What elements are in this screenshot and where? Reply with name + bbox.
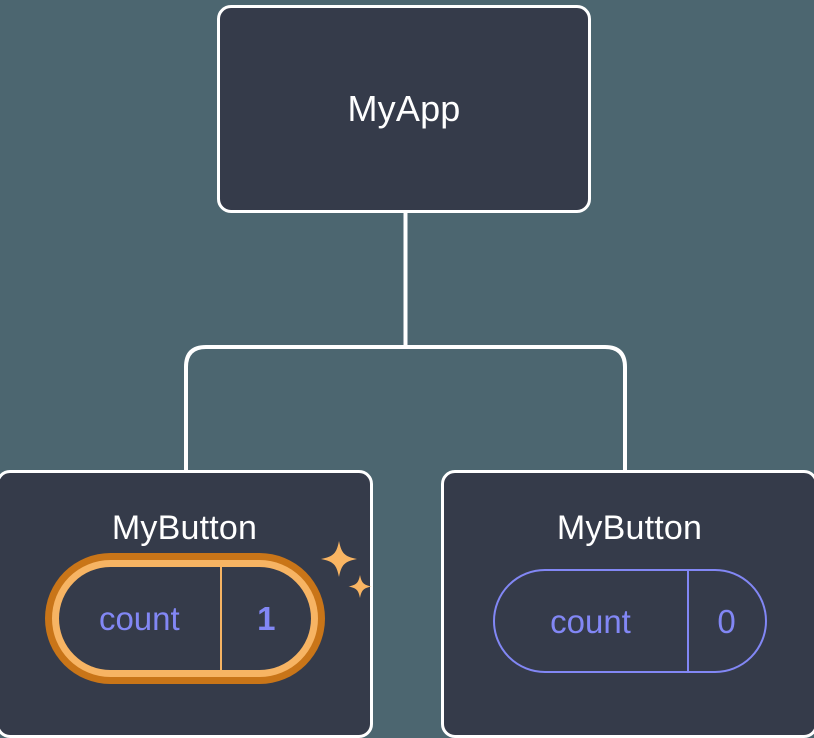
state-pill-right[interactable]: count 0: [492, 569, 767, 673]
node-mybutton-left[interactable]: MyButton count 1: [0, 470, 373, 738]
state-pill-left[interactable]: count 1: [44, 553, 325, 684]
node-myapp-label: MyApp: [347, 88, 461, 129]
sparkle-small-icon: [348, 575, 371, 598]
state-value-right: 0: [686, 571, 765, 671]
node-myapp[interactable]: MyApp: [217, 5, 591, 213]
node-mybutton-left-label: MyButton: [111, 509, 258, 547]
state-pill-right-wrapper: count 0: [492, 569, 767, 673]
state-value-left: 1: [220, 567, 310, 670]
state-key-left: count: [98, 600, 180, 637]
sparkles-icon: [320, 541, 371, 598]
state-pill-left-body: count 1: [58, 567, 311, 670]
state-pill-left-wrapper: count 1: [44, 541, 371, 684]
state-key-right: count: [550, 602, 631, 640]
node-mybutton-right-label: MyButton: [556, 509, 703, 547]
highlight-ring-inner: count 1: [51, 560, 318, 677]
connector-branch: [184, 345, 627, 472]
sparkle-large-icon: [320, 541, 357, 577]
node-mybutton-right[interactable]: MyButton count 0: [441, 470, 814, 738]
